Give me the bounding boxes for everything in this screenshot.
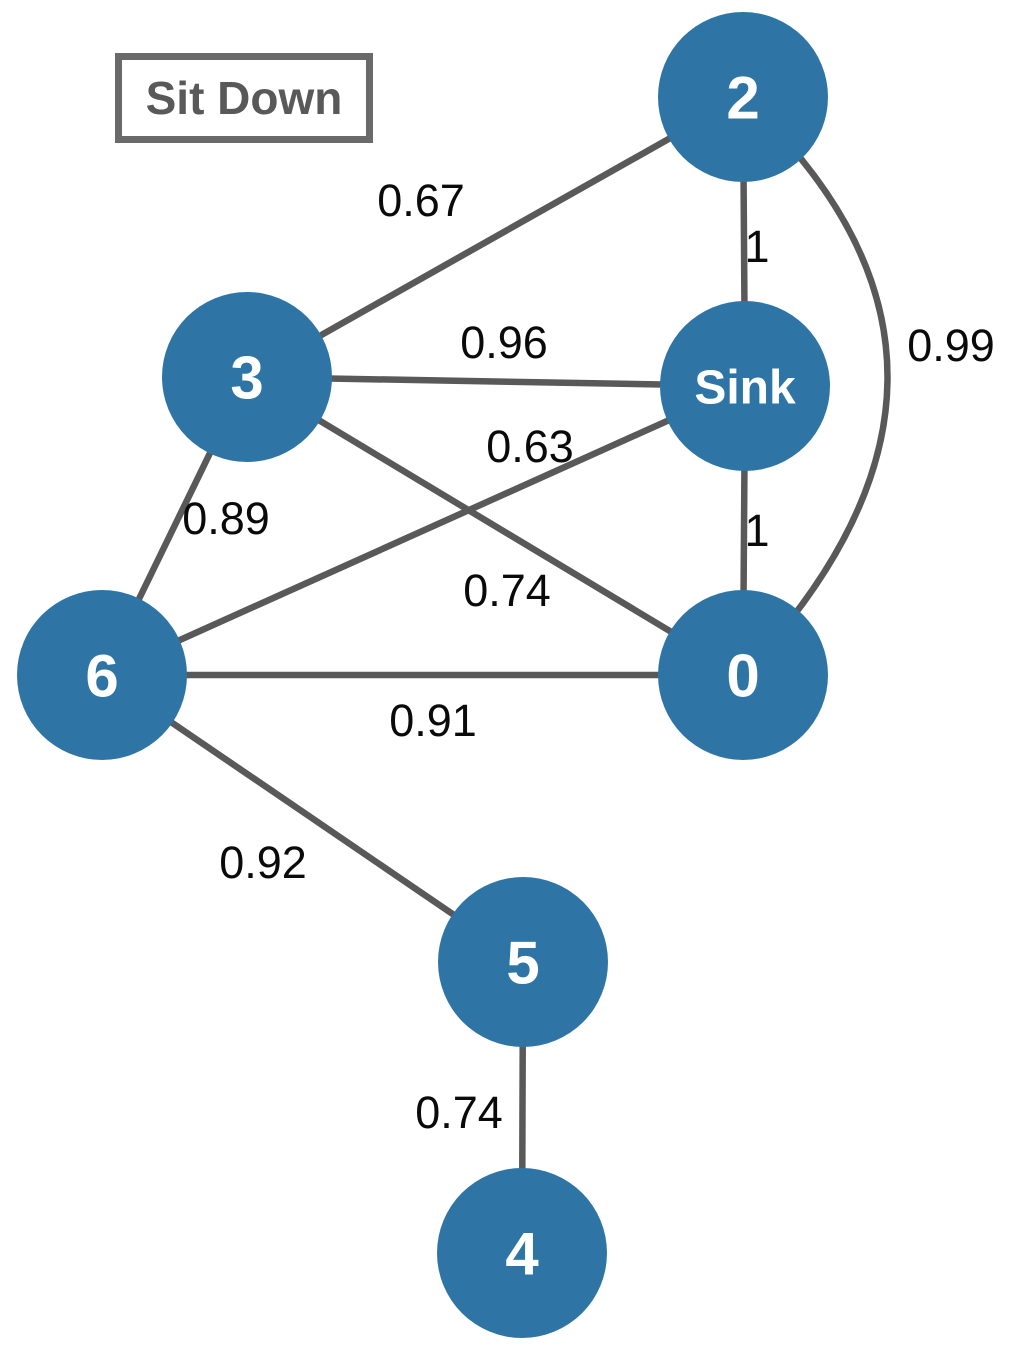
graph-node-0[interactable]: 0 <box>658 590 828 760</box>
node-circle-5[interactable] <box>438 877 608 1047</box>
node-label-Sink: Sink <box>694 361 796 414</box>
node-circle-0[interactable] <box>658 590 828 760</box>
edge-weight-2-0: 0.99 <box>907 320 995 371</box>
edge-weight-2-Sink: 1 <box>744 221 769 272</box>
node-circle-Sink[interactable] <box>660 301 830 471</box>
graph-node-6[interactable]: 6 <box>17 590 187 760</box>
graph-node-2[interactable]: 2 <box>658 12 828 182</box>
edge-3-0 <box>243 373 747 679</box>
node-label-4: 4 <box>505 1221 539 1288</box>
edge-weight-6-5: 0.92 <box>219 837 307 888</box>
node-circle-2[interactable] <box>658 12 828 182</box>
node-circle-3[interactable] <box>162 292 332 462</box>
edge-2-0 <box>739 93 891 679</box>
edge-weight-2-3: 0.67 <box>377 175 465 226</box>
edge-weight-Sink-6: 0.63 <box>486 421 574 472</box>
edge-weight-Sink-0: 1 <box>744 505 769 556</box>
node-label-2: 2 <box>726 65 759 132</box>
graph-node-3[interactable]: 3 <box>162 292 332 462</box>
edge-weight-5-4: 0.74 <box>415 1087 503 1138</box>
node-circle-6[interactable] <box>17 590 187 760</box>
graph-node-Sink[interactable]: Sink <box>660 301 830 471</box>
edge-weight-3-0: 0.74 <box>463 565 551 616</box>
graph-node-4[interactable]: 4 <box>437 1168 607 1338</box>
node-label-0: 0 <box>726 643 759 710</box>
graph-node-5[interactable]: 5 <box>438 877 608 1047</box>
title-label: Sit Down <box>145 72 343 124</box>
edge-weight-6-0: 0.91 <box>389 695 477 746</box>
node-label-5: 5 <box>506 930 539 997</box>
edge-weight-3-Sink: 0.96 <box>460 317 548 368</box>
title-box: Sit Down <box>115 53 373 143</box>
node-label-3: 3 <box>230 345 263 412</box>
edge-Sink-6 <box>98 382 749 679</box>
node-label-6: 6 <box>85 643 118 710</box>
edge-weight-3-6: 0.89 <box>182 493 270 544</box>
node-circle-4[interactable] <box>437 1168 607 1338</box>
edge-2-3 <box>243 93 747 381</box>
